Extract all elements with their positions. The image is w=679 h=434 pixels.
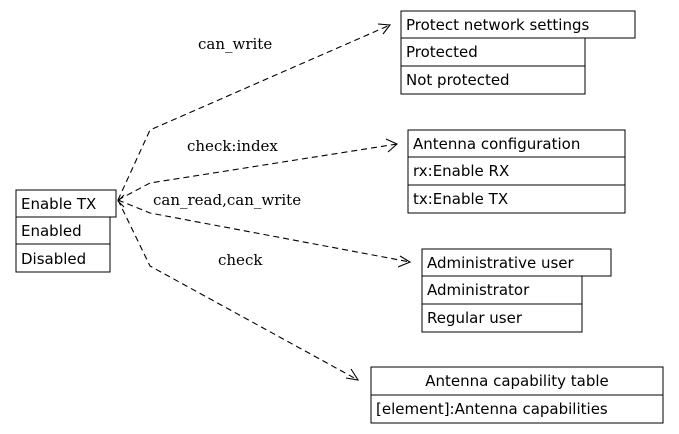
arrowhead-icon: [345, 368, 360, 381]
edge-check-index: check:index: [117, 137, 398, 201]
node-enable-tx: Enable TX Enabled Disabled: [15, 189, 117, 273]
node-row: Protected: [406, 43, 478, 61]
node-title: Antenna capability table: [425, 372, 609, 390]
node-protect-network-settings: Protect network settings Protected Not p…: [400, 10, 636, 95]
node-row: Regular user: [427, 309, 523, 327]
node-row: Disabled: [21, 250, 86, 268]
node-row: [element]:Antenna capabilities: [376, 400, 608, 418]
node-title: Protect network settings: [406, 16, 589, 34]
arrowhead-icon: [385, 138, 398, 153]
edge-check: check: [117, 199, 360, 381]
node-title: Enable TX: [21, 195, 96, 213]
node-row: Not protected: [406, 71, 510, 89]
edge-label-check: check: [218, 251, 263, 269]
node-row: rx:Enable RX: [413, 162, 509, 180]
node-title: Antenna configuration: [413, 135, 580, 153]
node-row: tx:Enable TX: [413, 190, 508, 208]
node-title: Administrative user: [427, 254, 575, 272]
edge-can-read-can-write: can_read,can_write: [117, 191, 412, 268]
node-antenna-configuration: Antenna configuration rx:Enable RX tx:En…: [407, 129, 626, 214]
arrowhead-icon: [377, 23, 392, 35]
arrowhead-icon: [397, 255, 412, 268]
edge-label-can-read-can-write: can_read,can_write: [153, 191, 301, 209]
node-antenna-capability-table: Antenna capability table [element]:Anten…: [370, 366, 664, 424]
node-row: Administrator: [427, 281, 530, 299]
edge-can-write: can_write: [117, 23, 392, 201]
source-arrowhead-icon: [117, 194, 125, 208]
edge-label-check-index: check:index: [187, 137, 278, 155]
edge-label-can-write: can_write: [198, 35, 272, 53]
node-row: Enabled: [21, 222, 82, 240]
node-administrative-user: Administrative user Administrator Regula…: [421, 248, 612, 333]
